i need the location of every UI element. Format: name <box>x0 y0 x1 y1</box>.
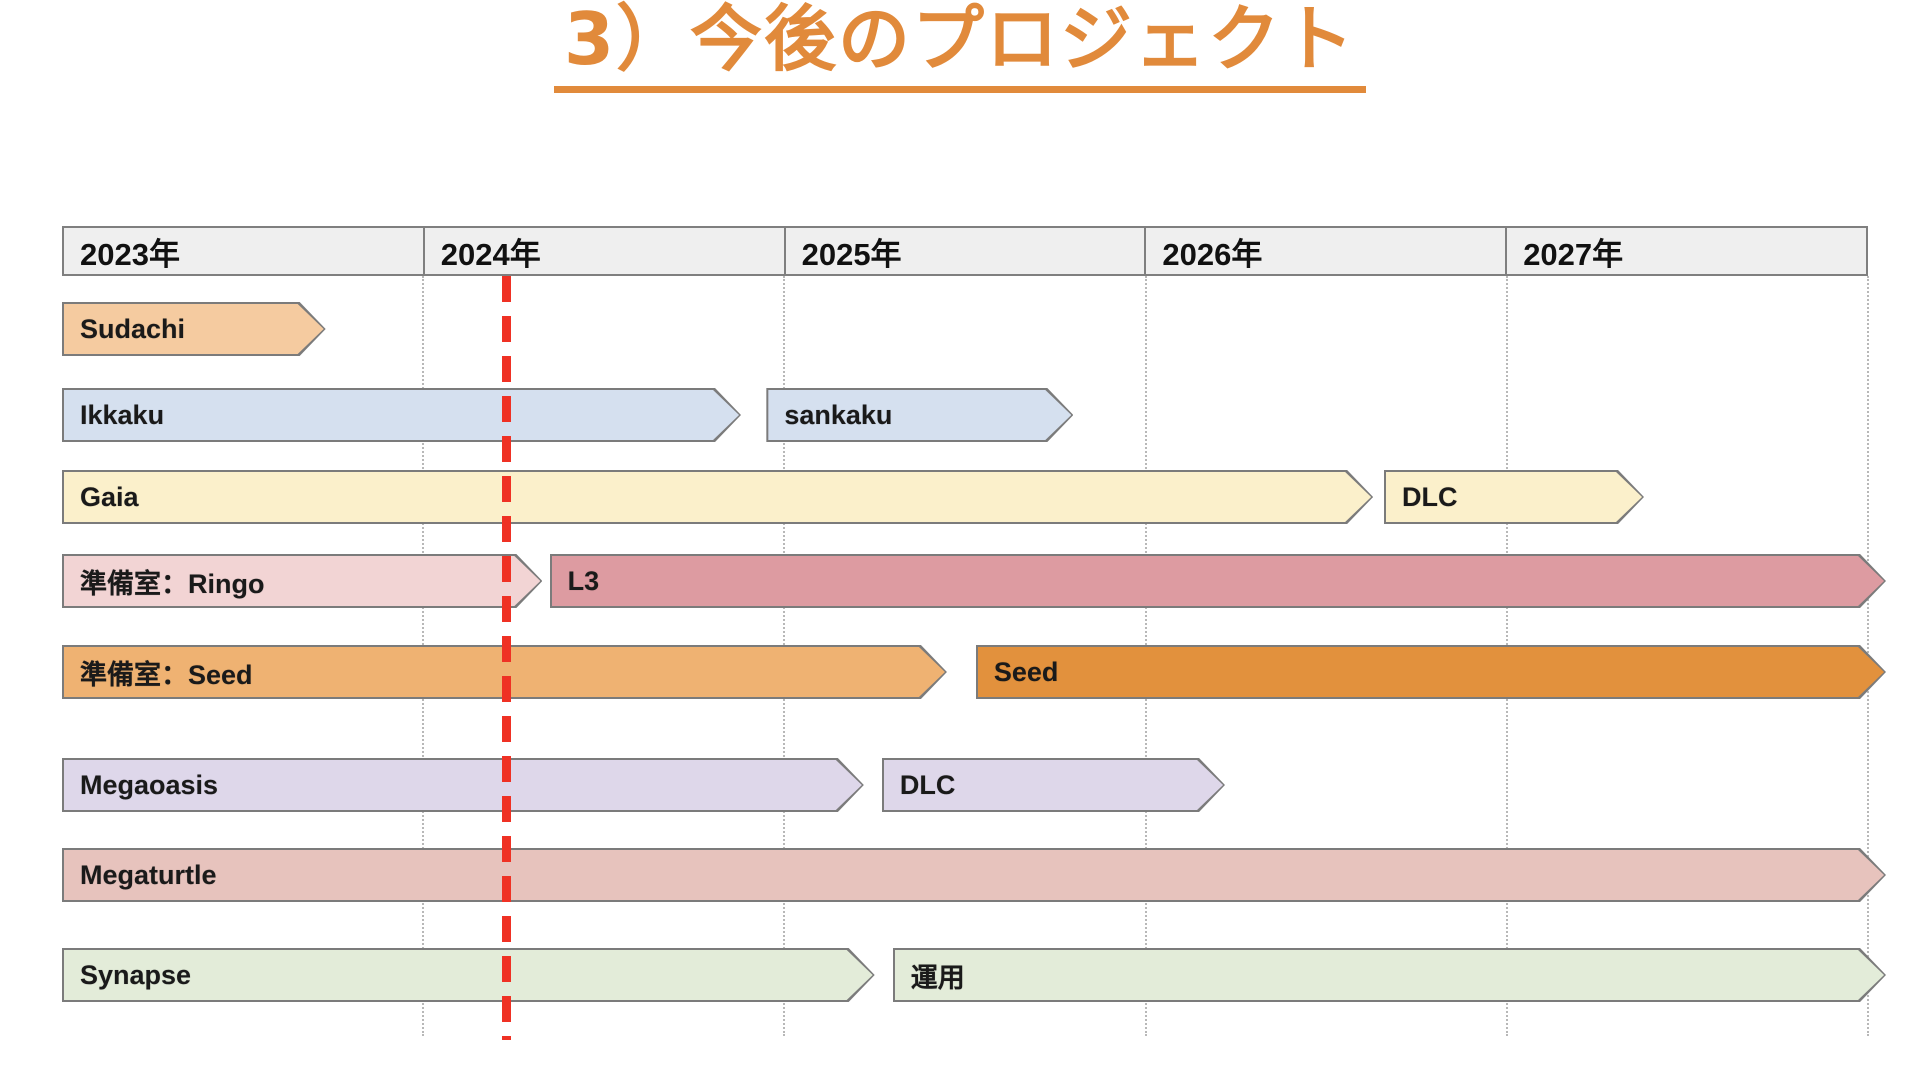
bar-shape <box>976 645 1886 699</box>
bar-fill <box>978 647 1884 697</box>
bar-fill <box>64 390 739 440</box>
bar-fill <box>64 304 324 354</box>
year-column-header-2025: 2025年 <box>785 228 1147 274</box>
timeline-bar-Seed-1[interactable]: Seed <box>976 645 1886 699</box>
bar-shape <box>62 470 1373 524</box>
timeline-bar-Megaoasis-0[interactable]: Megaoasis <box>62 758 864 812</box>
bar-label: Megaturtle <box>80 859 217 890</box>
year-column-header-2027: 2027年 <box>1507 228 1866 274</box>
year-column-header-2023: 2023年 <box>64 228 425 274</box>
page-title: 3）今後のプロジェクト <box>553 0 1367 93</box>
bar-shape <box>62 848 1886 902</box>
timeline-bar-Ikkaku-1[interactable]: sankaku <box>766 388 1073 442</box>
timeline-bar-Ikkaku-0[interactable]: Ikkaku <box>62 388 741 442</box>
bar-fill <box>884 760 1223 810</box>
bar-label: Sudachi <box>80 313 186 344</box>
bar-shape <box>893 948 1886 1002</box>
timeline-bar-Ringo-0[interactable]: 準備室：Ringo <box>62 554 542 608</box>
year-column-header-2024: 2024年 <box>424 228 786 274</box>
bar-label: sankaku <box>784 399 893 430</box>
bar-label: 準備室：Seed <box>80 659 253 690</box>
bar-shape <box>882 758 1225 812</box>
bar-fill <box>64 850 1884 900</box>
timeline-bar-Gaia-1[interactable]: DLC <box>1384 470 1644 524</box>
bar-label: Synapse <box>80 959 192 990</box>
bar-label: Megaoasis <box>80 769 219 800</box>
bar-label: Seed <box>993 656 1059 687</box>
bar-shape <box>62 758 864 812</box>
timeline-bar-Megaturtle-0[interactable]: Megaturtle <box>62 848 1886 902</box>
timeline-bar-Synapse-1[interactable]: 運用 <box>893 948 1886 1002</box>
bar-fill <box>1386 472 1642 522</box>
bar-fill <box>552 556 1884 606</box>
bar-shape <box>62 948 875 1002</box>
bar-label: 運用 <box>910 962 965 993</box>
bar-label: DLC <box>899 769 956 800</box>
bar-label: Gaia <box>80 481 139 512</box>
bar-shape <box>1384 470 1644 524</box>
bar-fill <box>64 760 862 810</box>
bar-shape <box>62 388 741 442</box>
bar-fill <box>64 556 540 606</box>
year-column-header-2026: 2026年 <box>1146 228 1508 274</box>
title-bar: 3）今後のプロジェクト <box>0 0 1920 130</box>
timeline-bar-Ringo-1[interactable]: L3 <box>550 554 1886 608</box>
today-marker-line <box>502 276 512 1040</box>
bar-label: DLC <box>1401 481 1458 512</box>
bar-fill <box>895 950 1884 1000</box>
bar-shape <box>550 554 1886 608</box>
timeline-bar-Megaoasis-1[interactable]: DLC <box>882 758 1225 812</box>
bar-label: Ikkaku <box>80 399 165 430</box>
bar-shape <box>62 554 542 608</box>
timeline-bar-Gaia-0[interactable]: Gaia <box>62 470 1373 524</box>
timeline-bar-Synapse-0[interactable]: Synapse <box>62 948 875 1002</box>
bar-shape <box>62 302 326 356</box>
timeline-bar-Sudachi-0[interactable]: Sudachi <box>62 302 326 356</box>
bar-shape <box>766 388 1073 442</box>
bar-fill <box>64 472 1371 522</box>
bar-label: L3 <box>567 565 600 596</box>
bar-label: 準備室：Ringo <box>80 568 265 599</box>
bar-fill <box>768 390 1071 440</box>
bar-fill <box>64 950 873 1000</box>
